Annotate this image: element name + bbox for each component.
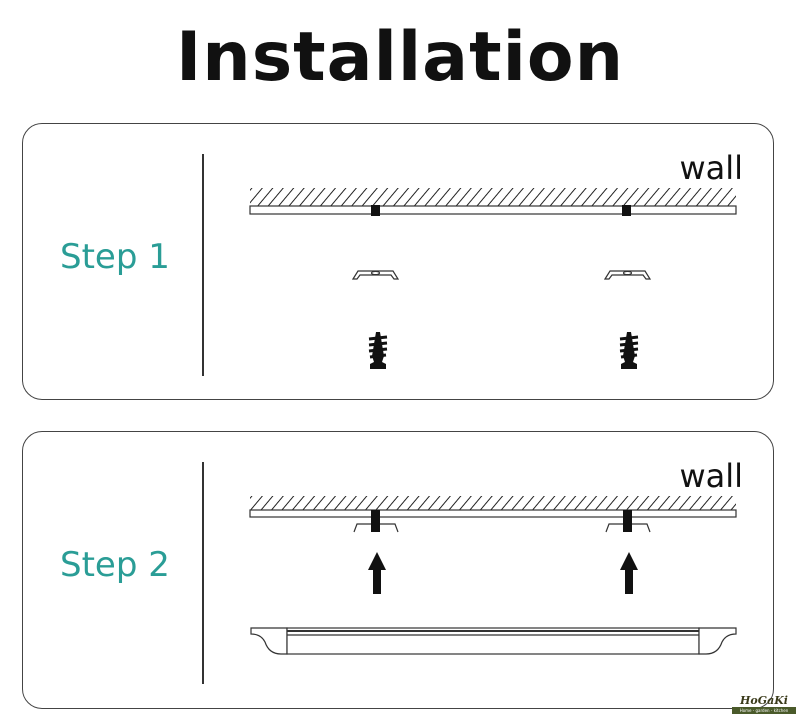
screw-icon — [368, 332, 639, 369]
clip-with-screw-icon — [353, 510, 651, 533]
mounting-clip-icon — [351, 270, 652, 280]
step-1-label: Step 1 — [60, 237, 170, 277]
brand-logo: HoGaKi Home - garden - kitchen — [732, 694, 796, 714]
step-1-diagram — [249, 188, 737, 369]
divider — [202, 462, 204, 684]
wall-anchor — [622, 205, 631, 216]
wall-label: wall — [679, 457, 743, 495]
logo-name: HoGaKi — [740, 694, 788, 707]
wall-illustration — [249, 188, 737, 216]
light-fixture-icon — [250, 627, 737, 655]
step-2-label: Step 2 — [60, 545, 170, 585]
up-arrow-icon — [368, 552, 638, 594]
wall-illustration — [249, 496, 737, 518]
divider — [202, 154, 204, 376]
logo-tagline: Home - garden - kitchen — [732, 707, 796, 714]
wall-label: wall — [679, 149, 743, 187]
wall-anchor — [371, 205, 380, 216]
step-1-panel: Step 1 wall — [22, 123, 774, 400]
step-2-panel: Step 2 wall — [22, 431, 774, 709]
step-2-diagram — [249, 496, 737, 655]
page-title: Installation — [175, 18, 625, 97]
